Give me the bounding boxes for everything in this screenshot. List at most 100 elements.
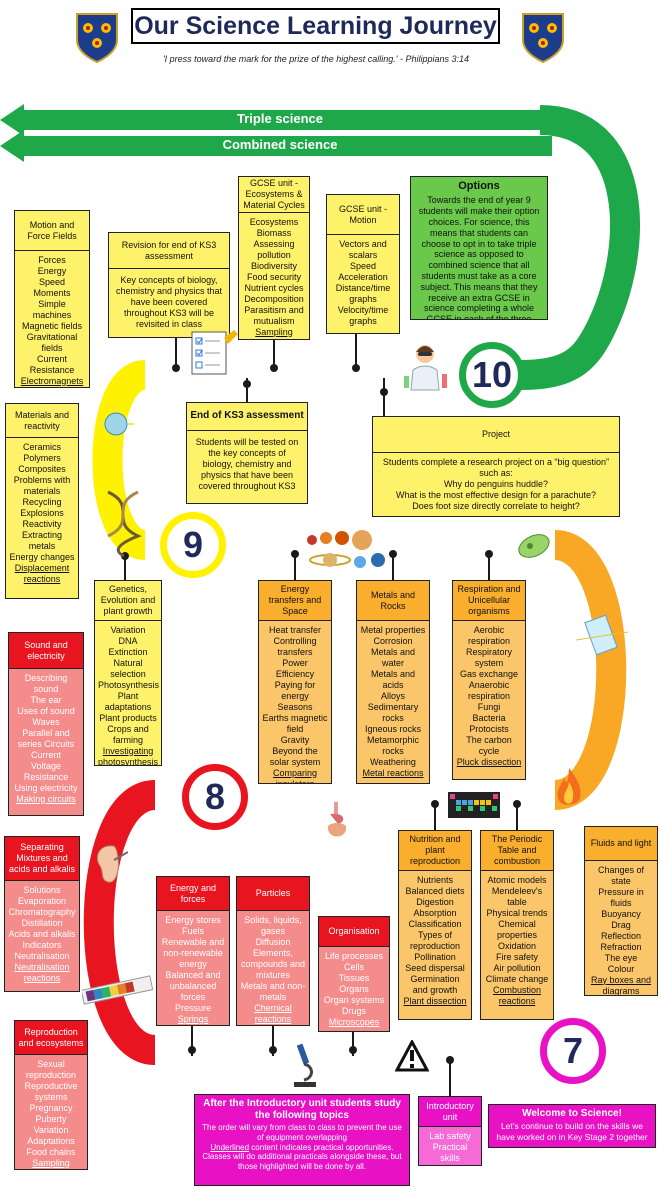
after-intro-line1: The order will vary from class to class …	[202, 1123, 402, 1142]
scientist-icon	[404, 345, 447, 391]
school-crest-icon	[76, 13, 118, 64]
topic-item: Alloys	[380, 690, 405, 701]
topic-item: Sexual reproduction	[25, 1059, 77, 1080]
topic-item: Polymers	[23, 452, 61, 463]
connector-dot	[121, 552, 129, 560]
box-title: GCSE unit - Ecosystems & Material Cycles	[239, 177, 309, 213]
topic-item: Resistance	[29, 364, 75, 375]
connector-pin	[488, 552, 490, 580]
box-title: Introductory unit	[419, 1097, 481, 1127]
after-intro-line2: Underlined content indicates practical o…	[195, 1143, 409, 1153]
box-title: Revision for end of KS3 assessment	[109, 233, 229, 269]
topic-item: Absorption	[413, 907, 457, 918]
topic-item: The ear	[30, 694, 62, 705]
topic-item: Current	[30, 749, 61, 760]
topic-item: Resistance	[23, 771, 69, 782]
topic-item: Drugs	[341, 1005, 366, 1016]
topic-item: Decomposition	[244, 293, 304, 304]
topic-item: Recycling	[22, 496, 62, 507]
periodic-box: The Periodic Table and combustion Atomic…	[480, 830, 554, 1020]
topic-item: Power	[282, 657, 308, 668]
box-title: Welcome to Science!	[522, 1108, 622, 1119]
topic-item: Indicators	[22, 939, 62, 950]
connector-pin	[434, 804, 436, 830]
topic-item: Elements, compounds and mixtures	[240, 947, 306, 980]
box-title: GCSE unit - Motion	[327, 195, 399, 235]
box-title: Project	[373, 417, 619, 453]
box-title: Separating Mixtures and acids and alkali…	[5, 837, 79, 881]
project-line: What is the most effective design for a …	[396, 489, 596, 500]
connector-dot	[380, 388, 388, 396]
topic-item: Diffusion	[255, 936, 291, 947]
topic-item: DNA	[118, 635, 138, 646]
checklist-icon	[191, 330, 238, 375]
topic-item: Pollination	[414, 951, 456, 962]
connector-dot	[485, 550, 493, 558]
year-7-marker: 7	[540, 1018, 606, 1084]
topic-item: Pressure in fluids	[598, 886, 644, 908]
topic-item: Fungi	[477, 701, 501, 712]
project-line: Does foot size directly correlate to hei…	[412, 500, 580, 511]
topic-item: Explosions	[20, 507, 64, 518]
options-text: Towards the end of year 9 students will …	[418, 195, 540, 320]
year-9-marker: 9	[160, 512, 226, 578]
year-10-marker: 10	[459, 342, 525, 408]
project-box: Project Students complete a research pro…	[372, 416, 620, 517]
options-title: Options	[458, 180, 500, 192]
topic-item: Assessing pollution	[253, 238, 295, 260]
topic-item: Biomass	[256, 227, 292, 238]
topic-item: Types of reproduction	[409, 929, 461, 951]
topic-item: Metal properties	[360, 625, 426, 635]
topic-item: Plant adaptations	[104, 690, 152, 712]
box-title: Organisation	[319, 917, 389, 947]
topic-item: Adaptations	[27, 1135, 75, 1146]
respiration-box: Respiration and Unicellular organisms Ae…	[452, 580, 526, 780]
topic-item: Forces	[38, 255, 66, 265]
topic-item: Parasitism and mutualism	[244, 304, 304, 326]
topic-item: Atomic models	[487, 875, 547, 885]
topic-item: Colour	[607, 963, 635, 974]
box-title: The Periodic Table and combustion	[481, 831, 553, 871]
spectrum-icon	[82, 975, 154, 1005]
topic-item: Extracting metals	[21, 529, 63, 551]
practical-item: Displacement reactions	[14, 562, 70, 584]
topic-item: Problems with materials	[13, 474, 71, 496]
topic-item: Magnetic fields	[21, 320, 83, 331]
topic-item: Reactivity	[22, 518, 62, 529]
box-title: Reproduction and ecosystems	[15, 1021, 87, 1055]
reproduction-box: Reproduction and ecosystems Sexual repro…	[14, 1020, 88, 1170]
topic-item: Metals and non-metals	[240, 980, 306, 1002]
topic-item: Food chains	[26, 1146, 76, 1157]
ear-icon	[96, 845, 128, 883]
topic-item: Seasons	[277, 701, 313, 712]
connector-dot	[349, 1046, 357, 1054]
topic-item: Earths magnetic field	[262, 712, 328, 734]
box-title: End of KS3 assessment	[187, 403, 307, 431]
topic-item: Ecosystems	[249, 217, 299, 227]
connector-pin	[355, 334, 357, 368]
connector-pin	[516, 804, 518, 830]
welcome-box: Welcome to Science! Let’s continue to bu…	[488, 1104, 656, 1148]
topic-item: Chromatography	[8, 906, 76, 917]
topic-item: Chemical properties	[496, 918, 538, 940]
connector-dot	[243, 380, 251, 388]
topic-item: Balanced and unbalanced forces	[165, 969, 221, 1002]
year-8-marker: 8	[182, 764, 248, 830]
topic-item: Distance/time graphs	[335, 282, 391, 304]
box-title: Genetics, Evolution and plant growth	[95, 581, 161, 621]
topic-item: Renewable and non-renewable energy	[161, 936, 225, 969]
topic-item: Digestion	[416, 896, 454, 907]
after-intro-line2-rest: content indicates practical opportunitie…	[249, 1142, 394, 1152]
box-title: Particles	[237, 877, 309, 911]
